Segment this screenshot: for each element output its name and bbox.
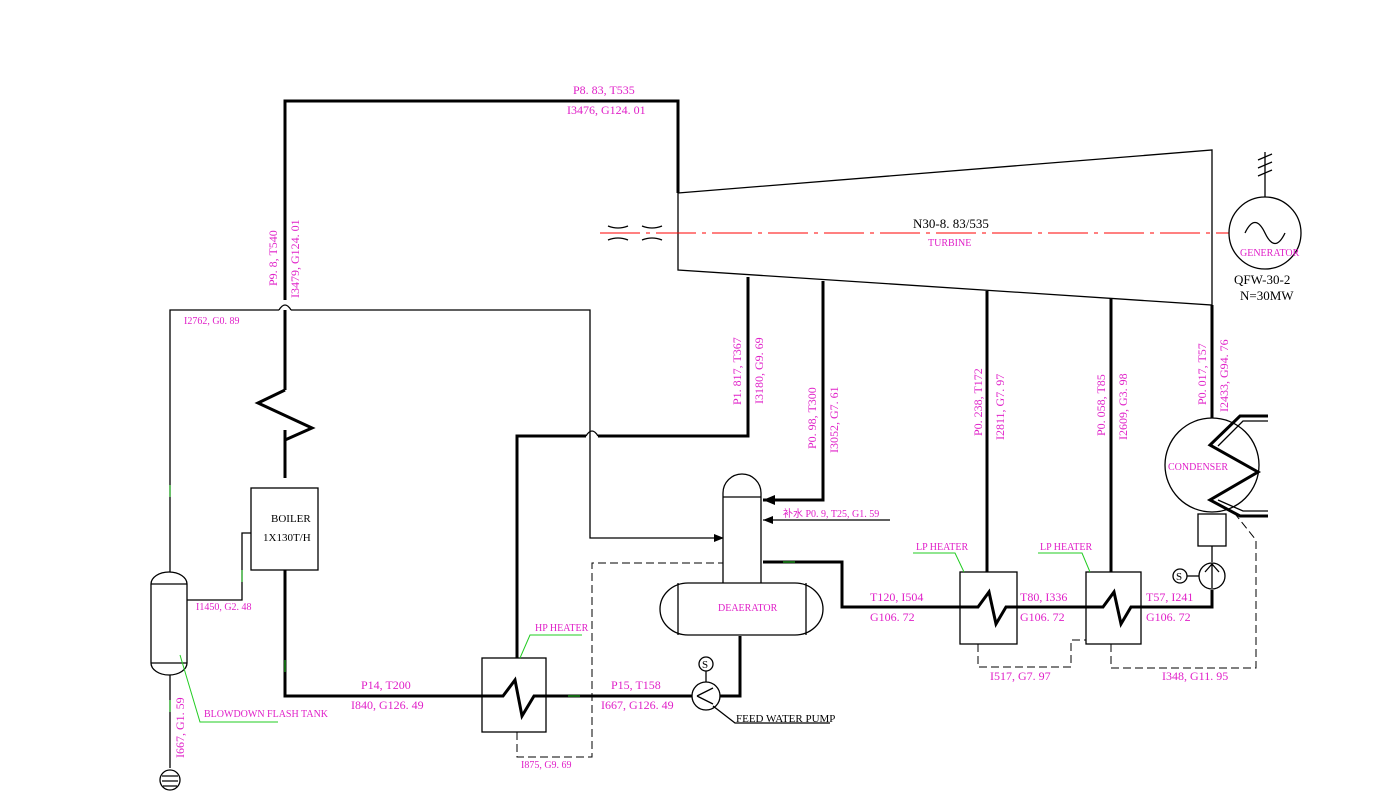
leader-line	[712, 705, 830, 724]
condensate-1-line1: T120, I504	[870, 590, 923, 604]
motor-icon	[1172, 568, 1188, 584]
extraction-3-line1: P0. 238, T172	[971, 368, 985, 436]
heater-coil	[1086, 588, 1141, 629]
extraction-2-line	[763, 281, 825, 502]
condensate-2-line2: G106. 72	[1020, 610, 1065, 624]
blowdown-label: I1450, G2. 48	[196, 602, 252, 613]
feedwater-boiler-line	[283, 570, 482, 698]
boiler-outlet-line2: I3479, G124. 01	[288, 219, 302, 298]
condenser-coil	[1206, 414, 1268, 518]
hp-heater-drain	[516, 562, 723, 758]
pump-motor-symbol: S	[702, 659, 708, 671]
condensate-line-3	[1141, 590, 1214, 609]
deaerator-tank	[659, 582, 824, 636]
flash-tank-name: BLOWDOWN FLASH TANK	[204, 709, 329, 720]
boiler-box	[250, 487, 319, 571]
leader-line	[519, 634, 582, 659]
main-steam-line2: I3476, G124. 01	[567, 103, 646, 117]
main-steam-line1: P8. 83, T535	[573, 83, 635, 97]
condensate-1-line2: G106. 72	[870, 610, 915, 624]
boiler-name: BOILER	[271, 513, 311, 525]
arrow-icon	[763, 516, 773, 524]
condensate-line-1	[763, 560, 960, 609]
condensate-3-line1: T57, I241	[1146, 590, 1193, 604]
feed-pump-name: FEED WATER PUMP	[736, 713, 835, 725]
leader-line	[1038, 552, 1091, 573]
hp-heater-drain-label: I875, G9. 69	[521, 760, 572, 771]
makeup-label: 补水 P0. 9, T25, G1. 59	[783, 507, 879, 520]
arrow-icon	[714, 534, 724, 542]
motor-icon	[698, 656, 714, 672]
condensate-2-line1: T80, I336	[1020, 590, 1067, 604]
flash-tank-drain-label: I667, G1. 59	[173, 697, 187, 758]
exhaust-line1: P0. 017, T57	[1195, 343, 1209, 405]
turbine-name: TURBINE	[928, 238, 971, 249]
condensate-3-line2: G106. 72	[1146, 610, 1191, 624]
extraction-3-line2: I2811, G7. 97	[993, 374, 1007, 440]
feedwater-pump-line1: P15, T158	[611, 678, 661, 692]
extraction-1-line	[515, 277, 750, 658]
condensate-pump-symbol: S	[1176, 571, 1182, 583]
extraction-4-line2: I2609, G3. 98	[1116, 373, 1130, 440]
hotwell	[1197, 513, 1227, 547]
feedwater-boiler-line2: I840, G126. 49	[351, 698, 424, 712]
main-steam-line	[283, 99, 680, 478]
lp-drain-1-label: I517, G7. 97	[990, 669, 1051, 683]
lp-heater-1-name: LP HEATER	[916, 542, 968, 553]
generator-terminals	[1257, 152, 1273, 197]
flash-steam-label: I2762, G0. 89	[184, 316, 240, 327]
generator-rating: N=30MW	[1240, 288, 1294, 303]
deaerator-name: DEAERATOR	[718, 603, 778, 614]
shaft-coupling-icon	[607, 225, 663, 241]
flash-steam-line	[169, 309, 720, 572]
condenser-shell	[1164, 417, 1260, 513]
flash-tank	[150, 571, 188, 676]
extraction-1-line1: P1. 817, T367	[730, 337, 744, 405]
boiler-capacity: 1X130T/H	[263, 532, 311, 544]
hp-heater-name: HP HEATER	[535, 623, 589, 634]
extraction-2-line2: I3052, G7. 61	[827, 386, 841, 453]
line-hop	[585, 430, 599, 437]
lp-drain-2-label: I348, G11. 95	[1162, 669, 1228, 683]
heater-coil	[960, 588, 1017, 629]
lp-heater-1-drain	[977, 639, 1086, 668]
feedwater-pump-line2: I667, G126. 49	[601, 698, 674, 712]
arrow-icon	[763, 495, 775, 505]
leader-line	[179, 654, 278, 723]
extraction-2-line1: P0. 98, T300	[805, 387, 819, 449]
generator-model: QFW-30-2	[1234, 272, 1290, 287]
line-hop	[278, 304, 292, 311]
heater-coil	[482, 676, 546, 721]
superheater-coil	[254, 388, 316, 478]
lp-heater-2-drain	[1110, 509, 1257, 669]
generator-name: GENERATOR	[1240, 248, 1300, 259]
extraction-4-line1: P0. 058, T85	[1094, 374, 1108, 436]
leader-line	[913, 552, 965, 573]
turbine-model: N30-8. 83/535	[913, 216, 989, 231]
extraction-1-line2: I3180, G9. 69	[752, 337, 766, 404]
feed-water-pump-icon	[691, 681, 721, 711]
drain-icon	[159, 769, 181, 791]
generator-sine	[1244, 221, 1286, 245]
lp-heater-2-name: LP HEATER	[1040, 542, 1092, 553]
blowdown-line	[186, 532, 251, 601]
condenser-name: CONDENSER	[1168, 462, 1228, 473]
boiler-outlet-line1: P9. 8, T540	[266, 230, 280, 286]
exhaust-line2: I2433, G94. 76	[1217, 339, 1231, 412]
feedwater-boiler-line1: P14, T200	[361, 678, 411, 692]
deaerator-column	[722, 473, 762, 586]
